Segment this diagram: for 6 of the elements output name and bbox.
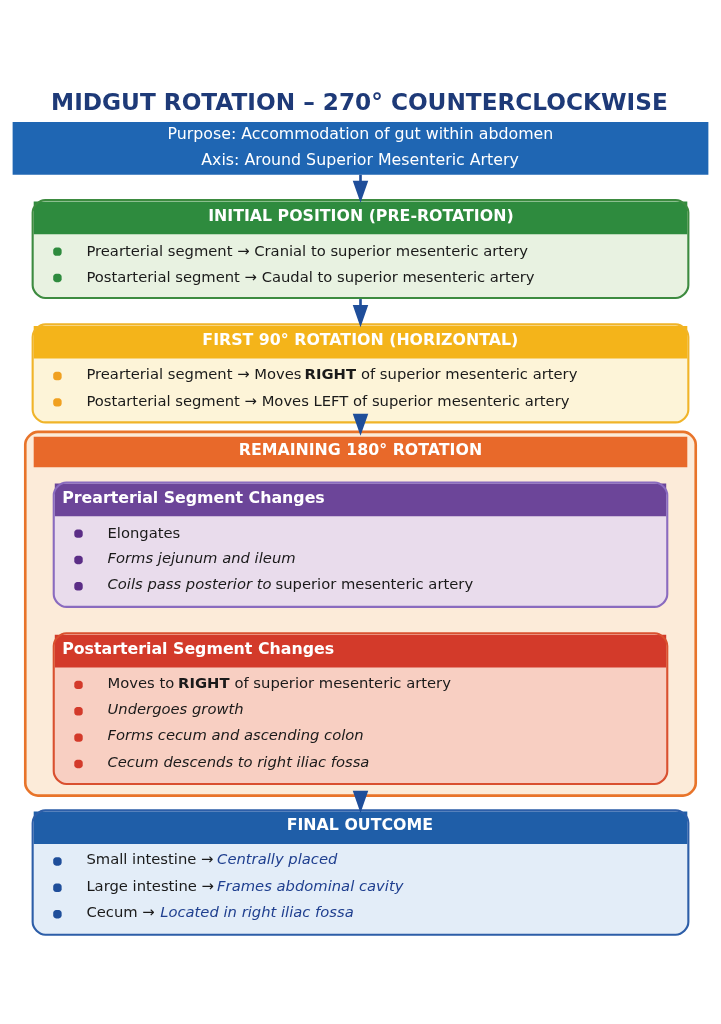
diagram-title: MIDGUT ROTATION – 270° COUNTERCLOCKWISE <box>51 87 668 115</box>
arrow <box>352 299 369 328</box>
node-box: Purpose: Accommodation of gut within abdomen Axis: Around Superior Mesenteric Artery <box>12 121 709 175</box>
arrow <box>352 413 369 436</box>
arrow <box>352 790 369 813</box>
arrow <box>352 174 369 203</box>
